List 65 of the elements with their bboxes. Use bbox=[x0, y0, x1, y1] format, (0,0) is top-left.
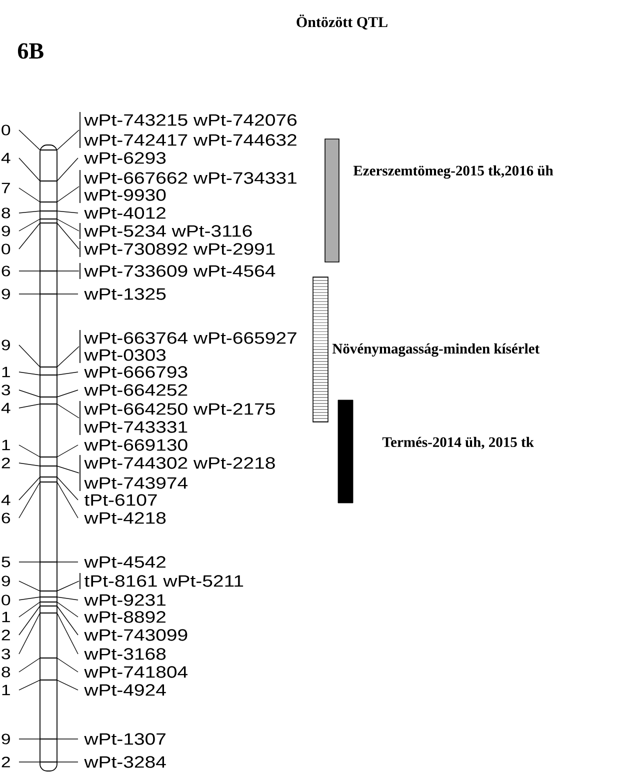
marker-label: wPt-6293 bbox=[84, 152, 166, 164]
position-number: 1 bbox=[2, 684, 10, 696]
position-number: 2 bbox=[2, 630, 10, 640]
position-number: 9 bbox=[2, 340, 10, 350]
chromosome-name: 6B bbox=[18, 43, 44, 59]
position-number: 7 bbox=[2, 182, 10, 194]
position-number: 8 bbox=[2, 666, 10, 678]
marker-label: wPt-743331 bbox=[84, 421, 188, 433]
marker-label: wPt-667662 wPt-734331 bbox=[84, 172, 296, 184]
qtl-bar bbox=[312, 276, 328, 422]
qtl-bar bbox=[338, 400, 354, 504]
position-number: 2 bbox=[2, 756, 10, 768]
position-number: 9 bbox=[2, 734, 10, 744]
marker-label: wPt-743974 bbox=[84, 477, 188, 489]
qtl-label: Növénymagasság-minden kísérlet bbox=[332, 343, 540, 357]
marker-label: wPt-742417 wPt-744632 bbox=[84, 134, 296, 146]
marker-label: tPt-6107 bbox=[84, 494, 157, 506]
position-number: 6 bbox=[2, 266, 10, 276]
marker-label: wPt-5234 wPt-3116 bbox=[84, 225, 252, 237]
marker-label: wPt-743215 wPt-742076 bbox=[84, 114, 297, 126]
position-number: 6 bbox=[2, 512, 10, 524]
position-number: 4 bbox=[1, 152, 10, 164]
position-number: 9 bbox=[2, 576, 10, 586]
marker-label: wPt-4542 bbox=[84, 556, 166, 568]
marker-label: wPt-0303 bbox=[84, 349, 166, 361]
position-number: 4 bbox=[1, 494, 10, 506]
marker-label: wPt-664252 bbox=[84, 384, 188, 396]
position-number: 1 bbox=[2, 440, 10, 450]
marker-label: wPt-664250 wPt-2175 bbox=[84, 403, 275, 415]
marker-label: wPt-3284 bbox=[84, 756, 166, 768]
marker-label: wPt-1307 bbox=[84, 733, 166, 745]
position-number: 0 bbox=[2, 124, 10, 136]
position-number: 2 bbox=[2, 458, 10, 468]
marker-label: wPt-663764 wPt-665927 bbox=[84, 332, 296, 344]
position-number: 5 bbox=[2, 556, 10, 568]
marker-label: wPt-1325 bbox=[84, 288, 166, 300]
marker-label: wPt-733609 wPt-4564 bbox=[84, 265, 276, 277]
position-number: 3 bbox=[2, 648, 10, 660]
qtl-label: Ezerszemtömeg-2015 tk,2016 üh bbox=[353, 165, 554, 179]
marker-label: wPt-9231 bbox=[84, 594, 166, 606]
marker-label: tPt-8161 wPt-5211 bbox=[84, 575, 244, 587]
position-number: 9 bbox=[2, 288, 10, 300]
marker-label: wPt-669130 bbox=[84, 439, 188, 451]
position-number: 1 bbox=[2, 366, 10, 378]
marker-label: wPt-4218 bbox=[84, 512, 166, 524]
position-number: 0 bbox=[2, 244, 10, 254]
marker-label: wPt-666793 bbox=[84, 366, 188, 378]
marker-label: wPt-4012 bbox=[84, 207, 166, 219]
marker-label: wPt-744302 wPt-2218 bbox=[84, 457, 275, 469]
position-number: 1 bbox=[2, 612, 10, 622]
marker-label: wPt-741804 bbox=[84, 666, 188, 678]
title: Öntözött QTL bbox=[296, 14, 388, 30]
position-number: 4 bbox=[1, 402, 10, 414]
marker-label: wPt-9930 bbox=[84, 189, 166, 201]
qtl-label: Termés-2014 üh, 2015 tk bbox=[382, 436, 534, 450]
position-number: 9 bbox=[2, 226, 10, 236]
position-number: 0 bbox=[2, 594, 10, 606]
marker-label: wPt-3168 bbox=[84, 648, 166, 660]
marker-label: wPt-8892 bbox=[84, 611, 166, 623]
marker-label: wPt-4924 bbox=[84, 684, 166, 696]
position-number: 8 bbox=[2, 208, 10, 218]
qtl-bar bbox=[324, 138, 340, 262]
position-number: 3 bbox=[2, 384, 10, 396]
marker-label: wPt-743099 bbox=[84, 629, 188, 641]
marker-label: wPt-730892 wPt-2991 bbox=[84, 243, 275, 255]
